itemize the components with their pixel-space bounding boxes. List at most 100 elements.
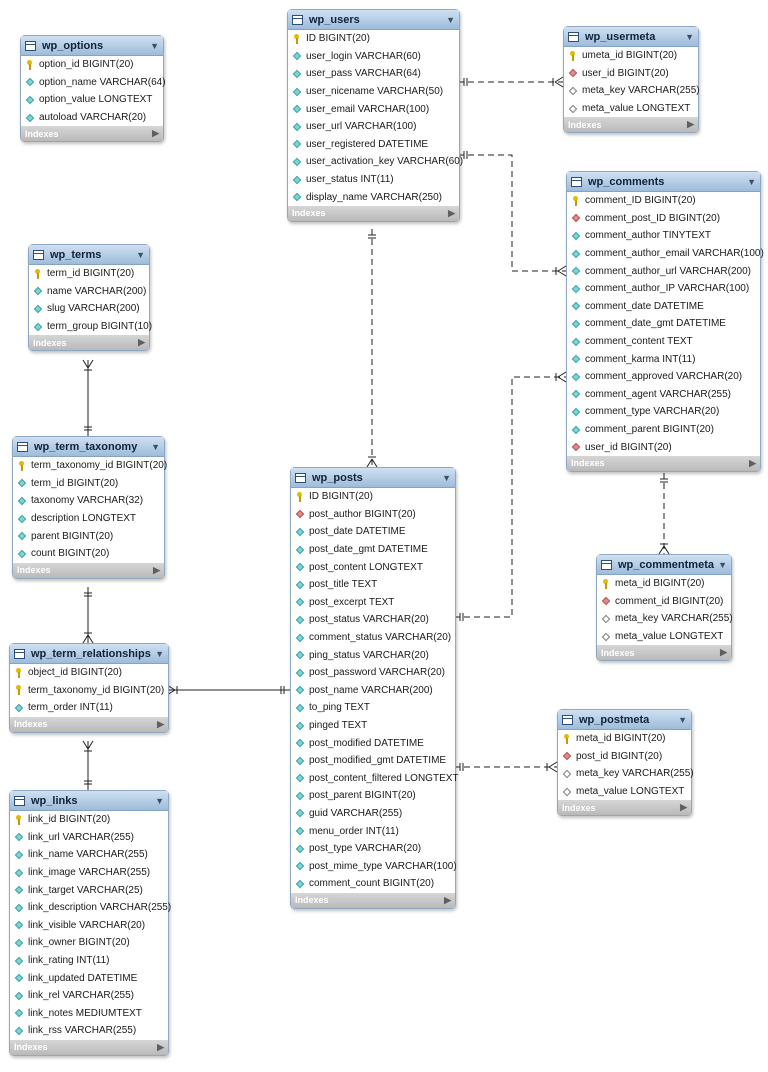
column-row[interactable]: meta_id BIGINT(20) bbox=[597, 575, 731, 593]
column-row[interactable]: comment_author_email VARCHAR(100) bbox=[567, 245, 764, 263]
column-row[interactable]: user_status INT(11) bbox=[288, 171, 459, 189]
column-row[interactable]: post_mime_type VARCHAR(100) bbox=[291, 857, 457, 875]
collapse-caret-icon[interactable]: ▼ bbox=[685, 31, 694, 42]
column-row[interactable]: link_url VARCHAR(255) bbox=[10, 829, 168, 847]
table-header[interactable]: wp_comments▼ bbox=[567, 172, 760, 192]
column-row[interactable]: post_parent BIGINT(20) bbox=[291, 787, 455, 805]
indexes-bar[interactable]: Indexes▶ bbox=[564, 117, 698, 133]
column-row[interactable]: link_description VARCHAR(255) bbox=[10, 899, 171, 917]
column-row[interactable]: post_type VARCHAR(20) bbox=[291, 840, 455, 858]
column-row[interactable]: term_taxonomy_id BIGINT(20) bbox=[10, 682, 168, 700]
column-row[interactable]: meta_key VARCHAR(255) bbox=[564, 82, 700, 100]
column-row[interactable]: post_title TEXT bbox=[291, 576, 455, 594]
column-row[interactable]: comment_author_IP VARCHAR(100) bbox=[567, 280, 760, 298]
column-row[interactable]: comment_type VARCHAR(20) bbox=[567, 403, 760, 421]
column-row[interactable]: post_password VARCHAR(20) bbox=[291, 664, 455, 682]
column-row[interactable]: display_name VARCHAR(250) bbox=[288, 188, 459, 206]
table-header[interactable]: wp_posts▼ bbox=[291, 468, 455, 488]
table-wp_postmeta[interactable]: wp_postmeta▼meta_id BIGINT(20)post_id BI… bbox=[557, 709, 694, 817]
indexes-bar[interactable]: Indexes▶ bbox=[288, 205, 459, 221]
indexes-bar[interactable]: Indexes▶ bbox=[13, 562, 164, 578]
column-row[interactable]: ID BIGINT(20) bbox=[288, 30, 459, 48]
column-row[interactable]: meta_key VARCHAR(255) bbox=[597, 610, 733, 628]
column-row[interactable]: comment_post_ID BIGINT(20) bbox=[567, 210, 760, 228]
column-row[interactable]: comment_date DATETIME bbox=[567, 298, 760, 316]
column-row[interactable]: comment_agent VARCHAR(255) bbox=[567, 386, 760, 404]
column-row[interactable]: link_visible VARCHAR(20) bbox=[10, 917, 168, 935]
column-row[interactable]: term_taxonomy_id BIGINT(20) bbox=[13, 457, 167, 475]
collapse-caret-icon[interactable]: ▼ bbox=[747, 176, 756, 187]
column-row[interactable]: option_id BIGINT(20) bbox=[21, 56, 163, 74]
column-row[interactable]: comment_karma INT(11) bbox=[567, 350, 760, 368]
column-row[interactable]: user_id BIGINT(20) bbox=[564, 65, 698, 83]
table-wp_term_taxonomy[interactable]: wp_term_taxonomy▼term_taxonomy_id BIGINT… bbox=[12, 436, 167, 579]
column-row[interactable]: description LONGTEXT bbox=[13, 510, 164, 528]
expand-arrow-icon[interactable]: ▶ bbox=[444, 894, 451, 905]
collapse-caret-icon[interactable]: ▼ bbox=[155, 795, 164, 806]
column-row[interactable]: user_id BIGINT(20) bbox=[567, 438, 760, 456]
column-row[interactable]: user_registered DATETIME bbox=[288, 136, 459, 154]
indexes-bar[interactable]: Indexes▶ bbox=[558, 800, 691, 816]
table-header[interactable]: wp_options▼ bbox=[21, 36, 163, 56]
collapse-caret-icon[interactable]: ▼ bbox=[446, 14, 455, 25]
expand-arrow-icon[interactable]: ▶ bbox=[720, 647, 727, 658]
column-row[interactable]: link_id BIGINT(20) bbox=[10, 811, 168, 829]
table-header[interactable]: wp_terms▼ bbox=[29, 245, 149, 265]
column-row[interactable]: post_author BIGINT(20) bbox=[291, 506, 455, 524]
indexes-bar[interactable]: Indexes▶ bbox=[597, 645, 731, 661]
table-header[interactable]: wp_postmeta▼ bbox=[558, 710, 691, 730]
column-row[interactable]: post_date DATETIME bbox=[291, 523, 455, 541]
expand-arrow-icon[interactable]: ▶ bbox=[157, 1041, 164, 1052]
table-wp_posts[interactable]: wp_posts▼ID BIGINT(20)post_author BIGINT… bbox=[290, 467, 459, 909]
column-row[interactable]: link_name VARCHAR(255) bbox=[10, 846, 168, 864]
column-row[interactable]: comment_approved VARCHAR(20) bbox=[567, 368, 760, 386]
column-row[interactable]: meta_value LONGTEXT bbox=[597, 628, 731, 646]
column-row[interactable]: pinged TEXT bbox=[291, 717, 455, 735]
column-row[interactable]: taxonomy VARCHAR(32) bbox=[13, 492, 164, 510]
column-row[interactable]: umeta_id BIGINT(20) bbox=[564, 47, 698, 65]
column-row[interactable]: user_pass VARCHAR(64) bbox=[288, 65, 459, 83]
column-row[interactable]: link_notes MEDIUMTEXT bbox=[10, 1005, 168, 1023]
collapse-caret-icon[interactable]: ▼ bbox=[155, 648, 164, 659]
column-row[interactable]: comment_status VARCHAR(20) bbox=[291, 629, 455, 647]
column-row[interactable]: post_date_gmt DATETIME bbox=[291, 541, 455, 559]
table-wp_usermeta[interactable]: wp_usermeta▼umeta_id BIGINT(20)user_id B… bbox=[563, 26, 700, 134]
column-row[interactable]: user_email VARCHAR(100) bbox=[288, 100, 459, 118]
table-wp_commentmeta[interactable]: wp_commentmeta▼meta_id BIGINT(20)comment… bbox=[596, 554, 733, 662]
column-row[interactable]: user_nicename VARCHAR(50) bbox=[288, 83, 459, 101]
table-wp_users[interactable]: wp_users▼ID BIGINT(20)user_login VARCHAR… bbox=[287, 9, 463, 222]
column-row[interactable]: name VARCHAR(200) bbox=[29, 283, 149, 301]
expand-arrow-icon[interactable]: ▶ bbox=[448, 207, 455, 218]
column-row[interactable]: menu_order INT(11) bbox=[291, 822, 455, 840]
column-row[interactable]: link_rss VARCHAR(255) bbox=[10, 1022, 168, 1040]
column-row[interactable]: parent BIGINT(20) bbox=[13, 527, 164, 545]
column-row[interactable]: post_modified DATETIME bbox=[291, 734, 455, 752]
column-row[interactable]: autoload VARCHAR(20) bbox=[21, 109, 163, 127]
column-row[interactable]: user_url VARCHAR(100) bbox=[288, 118, 459, 136]
column-row[interactable]: comment_id BIGINT(20) bbox=[597, 593, 731, 611]
column-row[interactable]: term_id BIGINT(20) bbox=[13, 475, 164, 493]
column-row[interactable]: ping_status VARCHAR(20) bbox=[291, 646, 455, 664]
column-row[interactable]: post_excerpt TEXT bbox=[291, 594, 455, 612]
column-row[interactable]: comment_date_gmt DATETIME bbox=[567, 315, 760, 333]
collapse-caret-icon[interactable]: ▼ bbox=[718, 559, 727, 570]
column-row[interactable]: term_order INT(11) bbox=[10, 699, 168, 717]
column-row[interactable]: link_owner BIGINT(20) bbox=[10, 934, 168, 952]
column-row[interactable]: slug VARCHAR(200) bbox=[29, 300, 149, 318]
table-header[interactable]: wp_term_taxonomy▼ bbox=[13, 437, 164, 457]
column-row[interactable]: link_image VARCHAR(255) bbox=[10, 864, 168, 882]
collapse-caret-icon[interactable]: ▼ bbox=[136, 249, 145, 260]
column-row[interactable]: guid VARCHAR(255) bbox=[291, 805, 455, 823]
column-row[interactable]: comment_count BIGINT(20) bbox=[291, 875, 455, 893]
column-row[interactable]: post_content LONGTEXT bbox=[291, 558, 455, 576]
indexes-bar[interactable]: Indexes▶ bbox=[21, 126, 163, 142]
column-row[interactable]: link_rel VARCHAR(255) bbox=[10, 987, 168, 1005]
column-row[interactable]: post_name VARCHAR(200) bbox=[291, 682, 455, 700]
table-header[interactable]: wp_usermeta▼ bbox=[564, 27, 698, 47]
expand-arrow-icon[interactable]: ▶ bbox=[152, 128, 159, 139]
column-row[interactable]: comment_author_url VARCHAR(200) bbox=[567, 262, 760, 280]
indexes-bar[interactable]: Indexes▶ bbox=[10, 1039, 168, 1055]
table-header[interactable]: wp_term_relationships▼ bbox=[10, 644, 168, 664]
expand-arrow-icon[interactable]: ▶ bbox=[687, 119, 694, 130]
column-row[interactable]: term_group BIGINT(10) bbox=[29, 318, 152, 336]
